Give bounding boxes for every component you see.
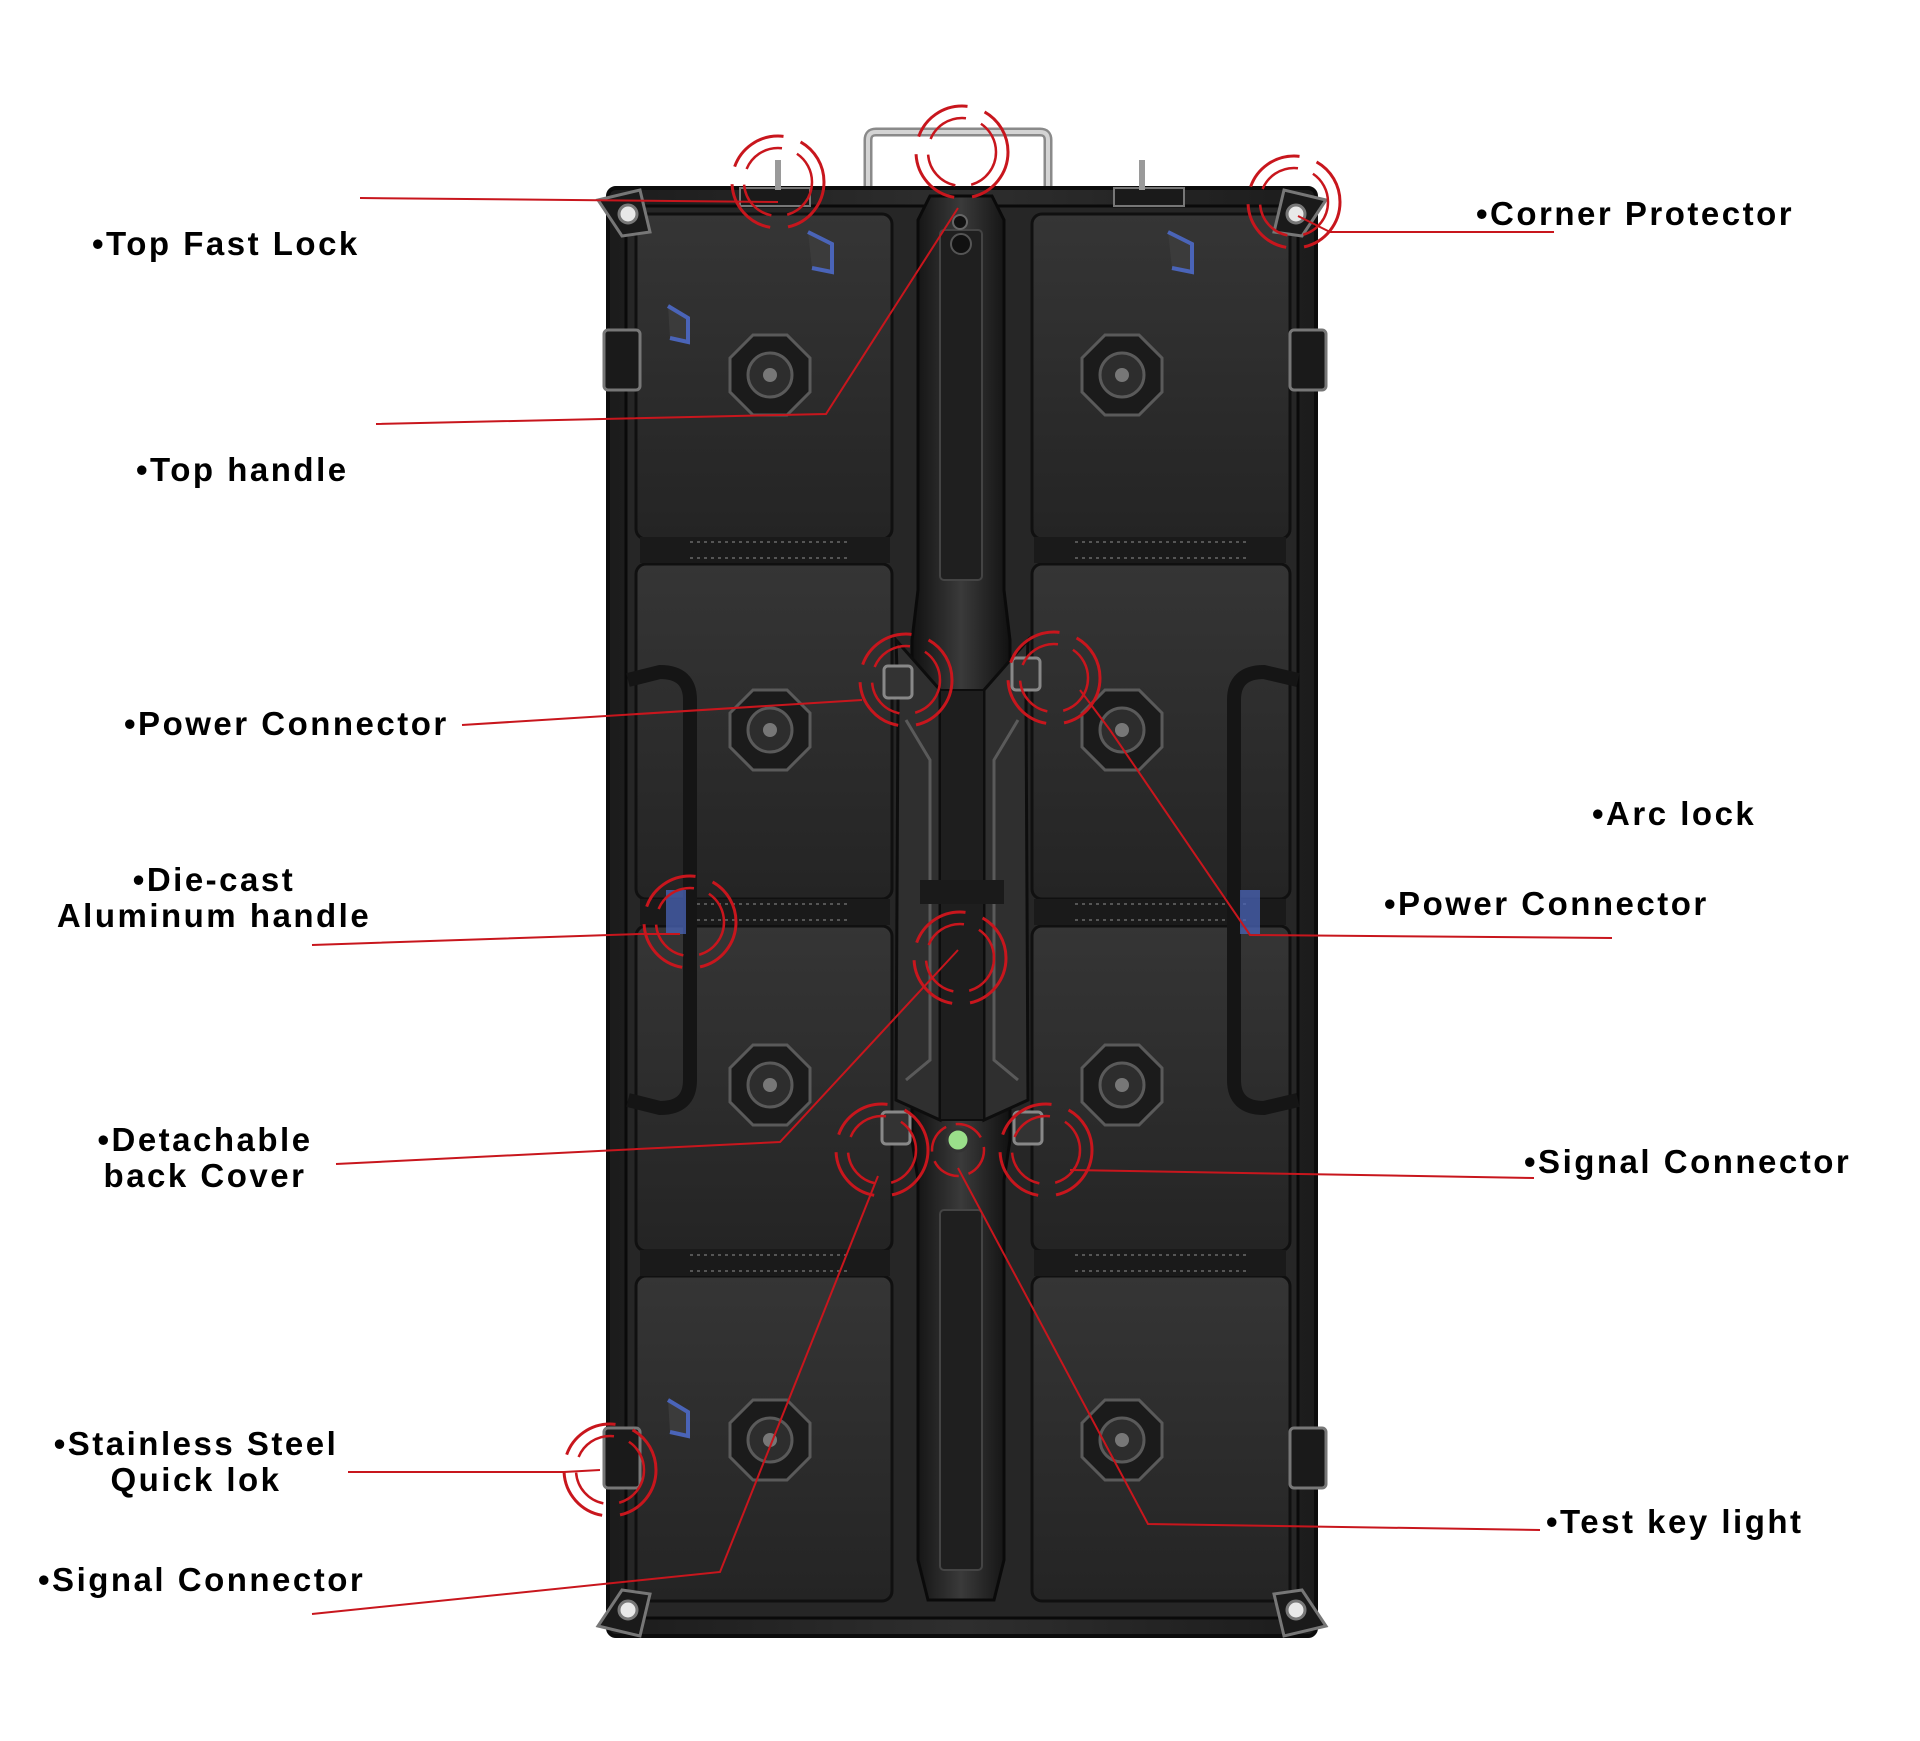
label-stainless-line2: Quick lok <box>110 1461 282 1498</box>
module-locks <box>728 333 1164 1482</box>
label-detachable-line1: •Detachable <box>97 1121 313 1158</box>
top-fast-locks <box>739 160 1194 275</box>
label-arc-lock: •Arc lock <box>1592 795 1757 832</box>
label-signal-connector-left: •Signal Connector <box>38 1561 366 1598</box>
label-die-cast-line1: •Die-cast <box>132 861 296 898</box>
top-handle-bar <box>863 127 1053 192</box>
label-corner-protector: •Corner Protector <box>1476 195 1795 232</box>
label-power-connector-right: •Power Connector <box>1384 885 1709 922</box>
side-handles <box>626 664 1300 1116</box>
callout-markers <box>562 104 1342 1518</box>
label-detachable-back-cover: •Detachable back Cover <box>80 1122 330 1194</box>
detachable-back-cover <box>894 635 1030 1123</box>
callout-lines <box>311 197 1613 1615</box>
label-top-fast-lock: •Top Fast Lock <box>92 225 360 262</box>
label-detachable-line2: back Cover <box>103 1157 307 1194</box>
label-test-key-light: •Test key light <box>1546 1503 1804 1540</box>
label-power-connector-left: •Power Connector <box>124 705 449 742</box>
label-stainless-line1: •Stainless Steel <box>53 1425 339 1462</box>
label-stainless-quick-lock: •Stainless Steel Quick lok <box>46 1426 346 1498</box>
label-die-cast-handle: •Die-cast Aluminum handle <box>54 862 374 934</box>
label-signal-connector-right: •Signal Connector <box>1524 1143 1852 1180</box>
label-top-handle: •Top handle <box>136 451 349 488</box>
label-die-cast-line2: Aluminum handle <box>56 897 372 934</box>
